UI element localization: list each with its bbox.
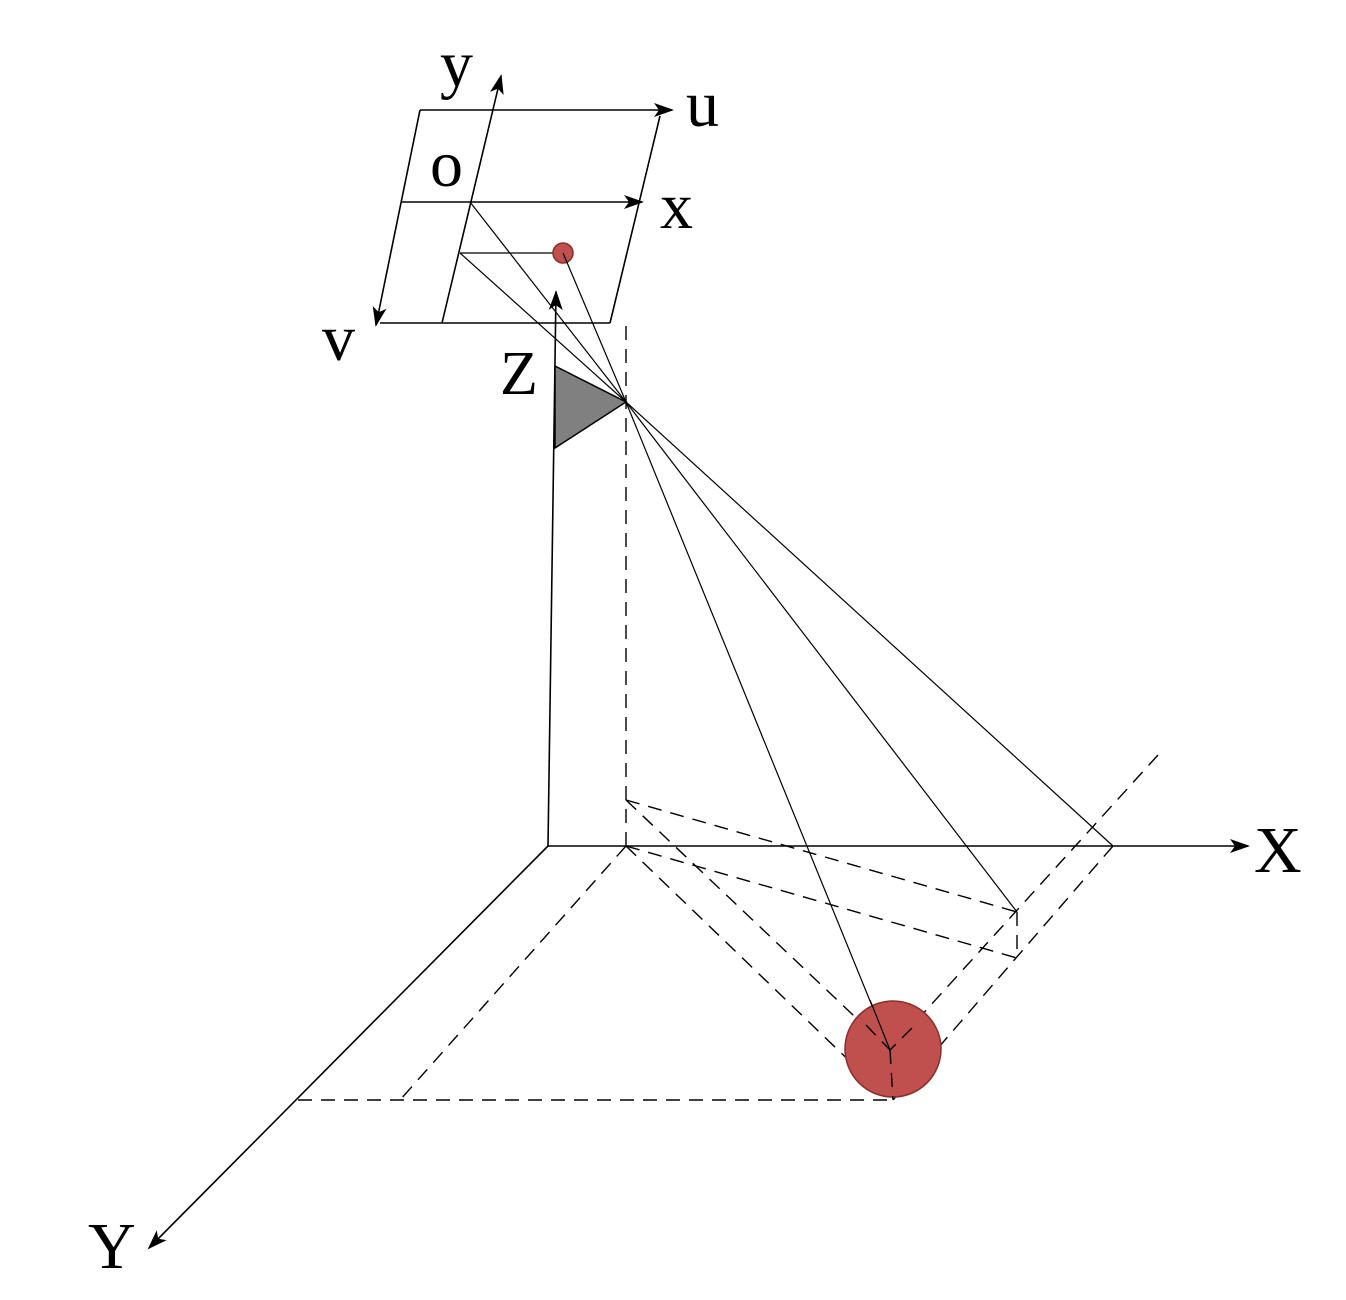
camera-icon — [554, 364, 628, 450]
ray-to-object — [625, 401, 891, 1051]
object-sphere — [844, 1000, 942, 1098]
object-inner-dash-3 — [889, 1027, 913, 1051]
image-plane-right-edge — [609, 115, 661, 324]
ground-dash-8 — [889, 754, 1159, 1051]
label-o-origin: o — [430, 128, 463, 201]
label-X-world: X — [1254, 814, 1302, 887]
ray-image-point — [562, 252, 627, 403]
ground-dash-6 — [625, 799, 891, 1051]
y-image-axis — [441, 74, 504, 324]
Y-world-axis — [147, 845, 549, 1250]
label-u-pixel: u — [686, 68, 719, 141]
image-plane — [372, 74, 674, 327]
label-Y-world: Y — [88, 1210, 136, 1283]
v-axis — [372, 109, 421, 327]
ray-inner — [459, 252, 627, 403]
ray-origin — [469, 201, 627, 403]
label-v-pixel: v — [322, 302, 355, 375]
object-inner-dash-2 — [865, 1024, 891, 1051]
ray-to-x-axis — [625, 401, 1114, 847]
world-axes — [147, 290, 1250, 1250]
label-Z-world: Z — [500, 340, 538, 408]
label-x-image: x — [660, 170, 693, 243]
ground-dash-1 — [399, 845, 627, 1101]
world-object — [844, 999, 942, 1101]
ray-to-ground-mid — [625, 401, 1018, 913]
object-inner-dash-1 — [889, 1049, 894, 1101]
object-ray-end — [869, 999, 891, 1051]
projection-rays — [459, 201, 1114, 1051]
construction-lines — [298, 326, 1159, 1101]
label-y-image: y — [440, 28, 473, 101]
